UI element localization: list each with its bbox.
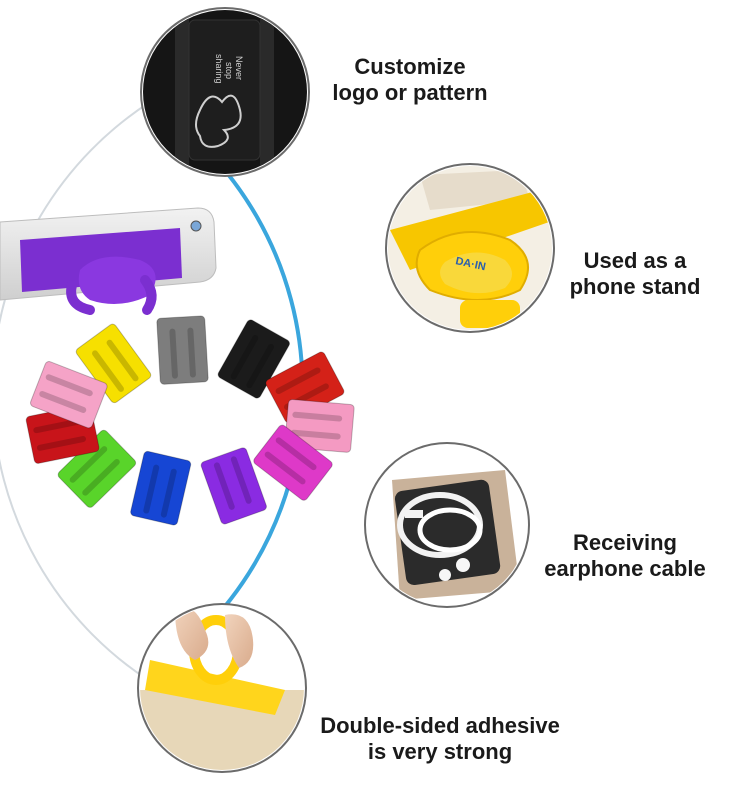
holder-color-ring xyxy=(25,315,355,526)
feature-label-stand: Used as a phone stand xyxy=(540,248,730,300)
feature-photo-cable xyxy=(364,442,530,608)
feature-label-line: earphone cable xyxy=(544,556,706,581)
feature-label-line: Customize xyxy=(354,54,466,79)
holder-card xyxy=(75,323,152,404)
holder-card xyxy=(156,315,209,385)
feature-label-adhesive: Double-sided adhesive is very strong xyxy=(290,713,590,765)
holder-card xyxy=(284,398,355,453)
ring-faded-arc xyxy=(0,101,151,679)
feature-label-customize: Customize logo or pattern xyxy=(300,54,520,106)
holder-card xyxy=(57,429,137,508)
holder-card xyxy=(200,447,267,525)
feature-photo-adhesive xyxy=(137,603,307,773)
holder-card xyxy=(30,361,108,429)
feature-label-cable: Receiving earphone cable xyxy=(520,530,730,582)
feature-label-line: Receiving xyxy=(573,530,677,555)
feature-label-line: Double-sided adhesive xyxy=(320,713,560,738)
logo-text-line: stop xyxy=(224,62,234,79)
logo-text-line: Never xyxy=(234,56,244,80)
feature-label-line: logo or pattern xyxy=(332,80,488,105)
phone-with-purple-holder xyxy=(0,207,217,315)
holder-card xyxy=(130,450,192,526)
feature-label-line: phone stand xyxy=(569,274,701,299)
holder-card xyxy=(253,424,333,501)
feature-label-line: is very strong xyxy=(367,739,513,764)
feature-photo-stand: DA·IN xyxy=(385,163,555,333)
holder-card xyxy=(217,319,290,399)
feature-label-line: Used as a xyxy=(583,248,687,273)
feature-photo-logo: Never stop sharing xyxy=(140,7,310,177)
logo-text-line: sharing xyxy=(214,54,224,84)
brand-logo-icon xyxy=(195,94,242,148)
